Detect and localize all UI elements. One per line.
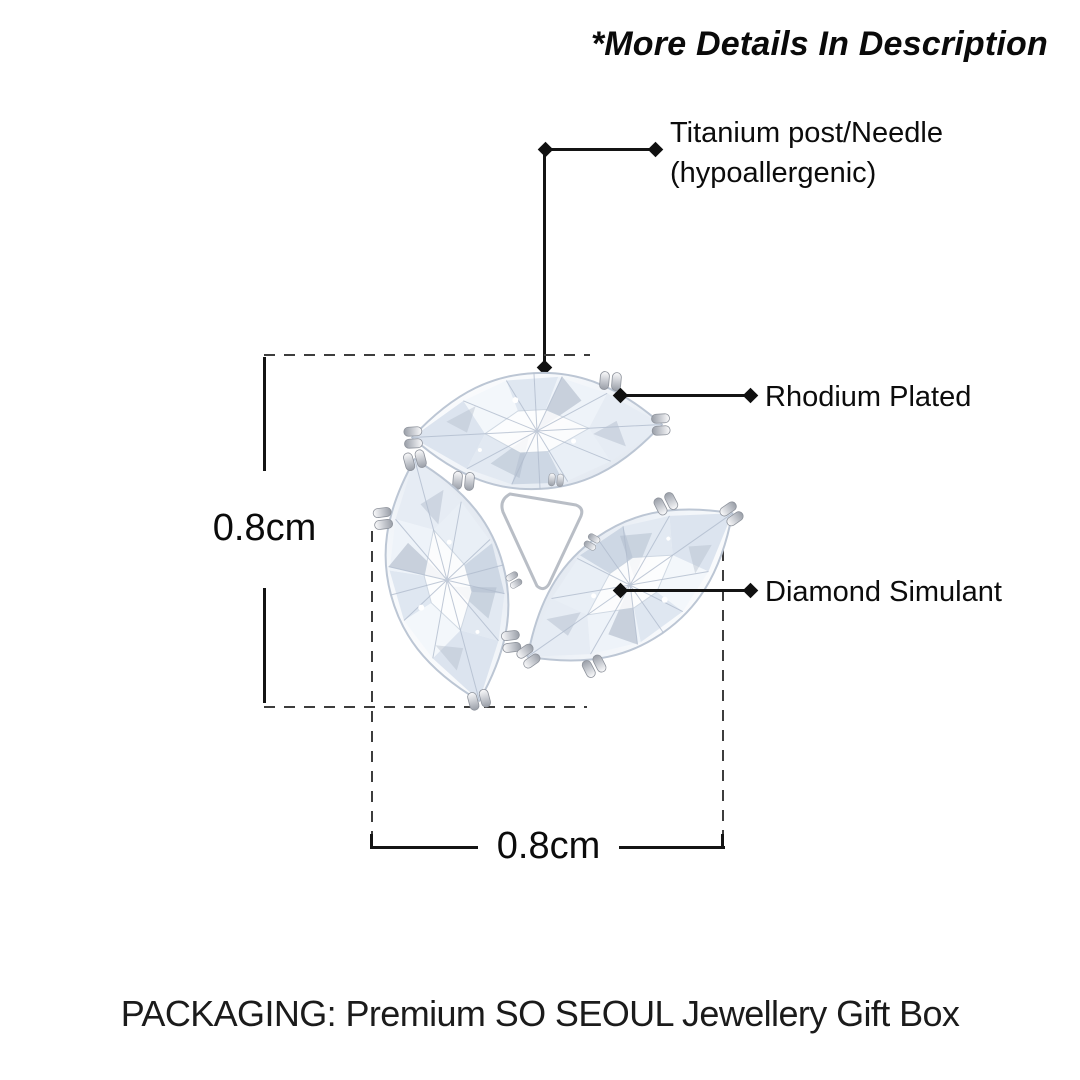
center-gallery-opening (500, 492, 584, 591)
disclaimer-text: *More Details In Description (590, 25, 1048, 63)
titanium-post-label-line1: Titanium post/Needle (670, 117, 943, 149)
height-dimension-line-bottom (263, 588, 266, 703)
width-dimension-value: 0.8cm (496, 825, 601, 867)
titanium-callout-endpoint-icon (647, 141, 664, 158)
width-dimension-tick-right (721, 834, 724, 849)
rhodium-plated-label: Rhodium Plated (765, 381, 972, 413)
height-dimension-value: 0.8cm (212, 507, 317, 549)
titanium-callout-line-horizontal (545, 148, 656, 151)
rhodium-callout-line (620, 394, 751, 397)
titanium-callout-endpoint-icon (537, 141, 554, 158)
titanium-callout-line-vertical (543, 149, 546, 369)
width-dimension-tick-left (370, 834, 373, 849)
titanium-post-label: Titanium post/Needle (hypoallergenic) (670, 113, 943, 193)
height-box-dash-top (264, 354, 590, 356)
packaging-text: PACKAGING: Premium SO SEOUL Jewellery Gi… (120, 993, 960, 1034)
height-dimension-line-top (263, 357, 266, 471)
simulant-callout-line (620, 589, 751, 592)
titanium-post-label-line2: (hypoallergenic) (670, 157, 877, 189)
earring-photo (355, 345, 765, 745)
width-dimension-line-right (619, 846, 725, 849)
height-box-dash-bottom (264, 706, 587, 708)
diamond-simulant-label: Diamond Simulant (765, 576, 1002, 608)
width-box-dash-left (371, 531, 373, 836)
width-box-dash-right (722, 530, 724, 836)
width-dimension-line-left (371, 846, 478, 849)
